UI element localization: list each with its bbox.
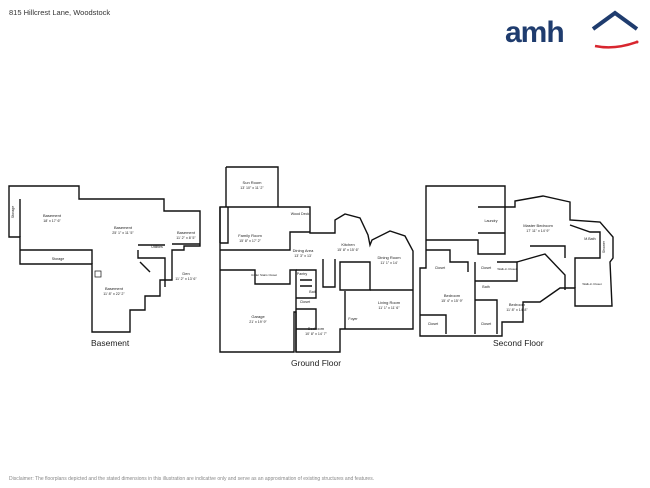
room-walkin-closet-a: Walk-in Closet <box>497 267 516 271</box>
room-foyer: Foyer <box>348 317 358 321</box>
room-family-room-dims: 15' 8" x 17' 2" <box>239 239 261 243</box>
room-basement-b-dims: 25' 1" x 11' 5" <box>112 231 134 235</box>
floor-label-basement: Basement <box>91 338 130 348</box>
room-master-bedroom-dims: 17' 11" x 14' 9" <box>526 229 550 233</box>
room-wood-deck: Wood Deck <box>291 212 310 216</box>
room-den: Den <box>182 271 189 276</box>
room-bath-g: Bath <box>309 290 316 294</box>
room-closet-g: Closet <box>300 300 310 304</box>
logo-text: amh <box>505 16 565 49</box>
room-family-room: Family Room <box>238 233 262 238</box>
room-living-room: Living Room <box>378 300 401 305</box>
room-bedroom-g-dims: 10' 8" x 14' 7" <box>305 332 327 336</box>
disclaimer-text: Disclaimer: The floorplans depicted and … <box>9 476 375 482</box>
room-dining-room-dims: 11' 1" x 14' <box>380 261 397 265</box>
room-basement-a: Basement <box>43 213 62 218</box>
room-bath-s: Bath <box>482 285 489 289</box>
room-dining-area-dims: 13' 3" x 13' <box>294 254 312 258</box>
room-basement-c-dims: 11' 2" x 8' 5" <box>176 236 196 240</box>
room-master-bedroom: Master Bedroom <box>523 223 553 228</box>
room-storage-a: Storage <box>52 257 65 261</box>
room-laundry: Laundry <box>485 219 498 223</box>
room-utilities: Utilities <box>151 245 163 249</box>
room-dining-area: Dining Area <box>293 248 314 253</box>
room-storage-b: Storage <box>11 206 15 219</box>
floor-label-second: Second Floor <box>493 338 544 348</box>
room-under-stairs: Under Stairs Closet <box>251 273 277 277</box>
amh-logo: amh <box>505 10 640 52</box>
room-basement-d: Basement <box>105 286 124 291</box>
room-sun-room-dims: 13' 10" x 11' 2" <box>240 186 264 190</box>
house-roof-icon <box>591 10 639 49</box>
room-dining-room: Dining Room <box>377 255 401 260</box>
room-m-bath: M.Bath <box>584 237 595 241</box>
room-shower: Shower <box>602 240 606 253</box>
room-kitchen: Kitchen <box>341 242 354 247</box>
room-closet-s2: Closet <box>481 266 491 270</box>
room-closet-s3: Closet <box>428 322 438 326</box>
room-closet-s4: Closet <box>481 322 491 326</box>
room-walkin-closet-b: Walk-in Closet <box>582 282 601 286</box>
room-bedroom-s2: Bedroom <box>509 302 526 307</box>
room-bedroom-s2-dims: 11' 8" x 14' 8" <box>506 308 528 312</box>
room-kitchen-dims: 15' 8" x 15' 6" <box>337 248 359 252</box>
room-bedroom-s1: Bedroom <box>444 293 461 298</box>
room-den-dims: 11' 2" x 13' 6" <box>175 277 197 281</box>
room-closet-s1: Closet <box>435 266 445 270</box>
room-garage: Garage <box>251 314 265 319</box>
room-pantry: Pantry <box>297 272 308 276</box>
room-basement-b: Basement <box>114 225 133 230</box>
property-address: 815 Hillcrest Lane, Woodstock <box>9 8 111 17</box>
room-bedroom-g: Bedroom <box>308 326 325 331</box>
room-basement-c: Basement <box>177 230 196 235</box>
room-garage-dims: 21' x 19' 9" <box>249 320 267 324</box>
room-basement-a-dims: 18' x 17' 6" <box>43 219 61 223</box>
room-living-room-dims: 11' 1" x 11' 6" <box>378 306 400 310</box>
floor-label-ground: Ground Floor <box>291 358 342 368</box>
room-bedroom-s1-dims: 15' 4" x 15' 9" <box>441 299 463 303</box>
room-basement-d-dims: 11' 8" x 22' 2" <box>103 292 125 296</box>
room-sun-room: Sun Room <box>243 180 263 185</box>
